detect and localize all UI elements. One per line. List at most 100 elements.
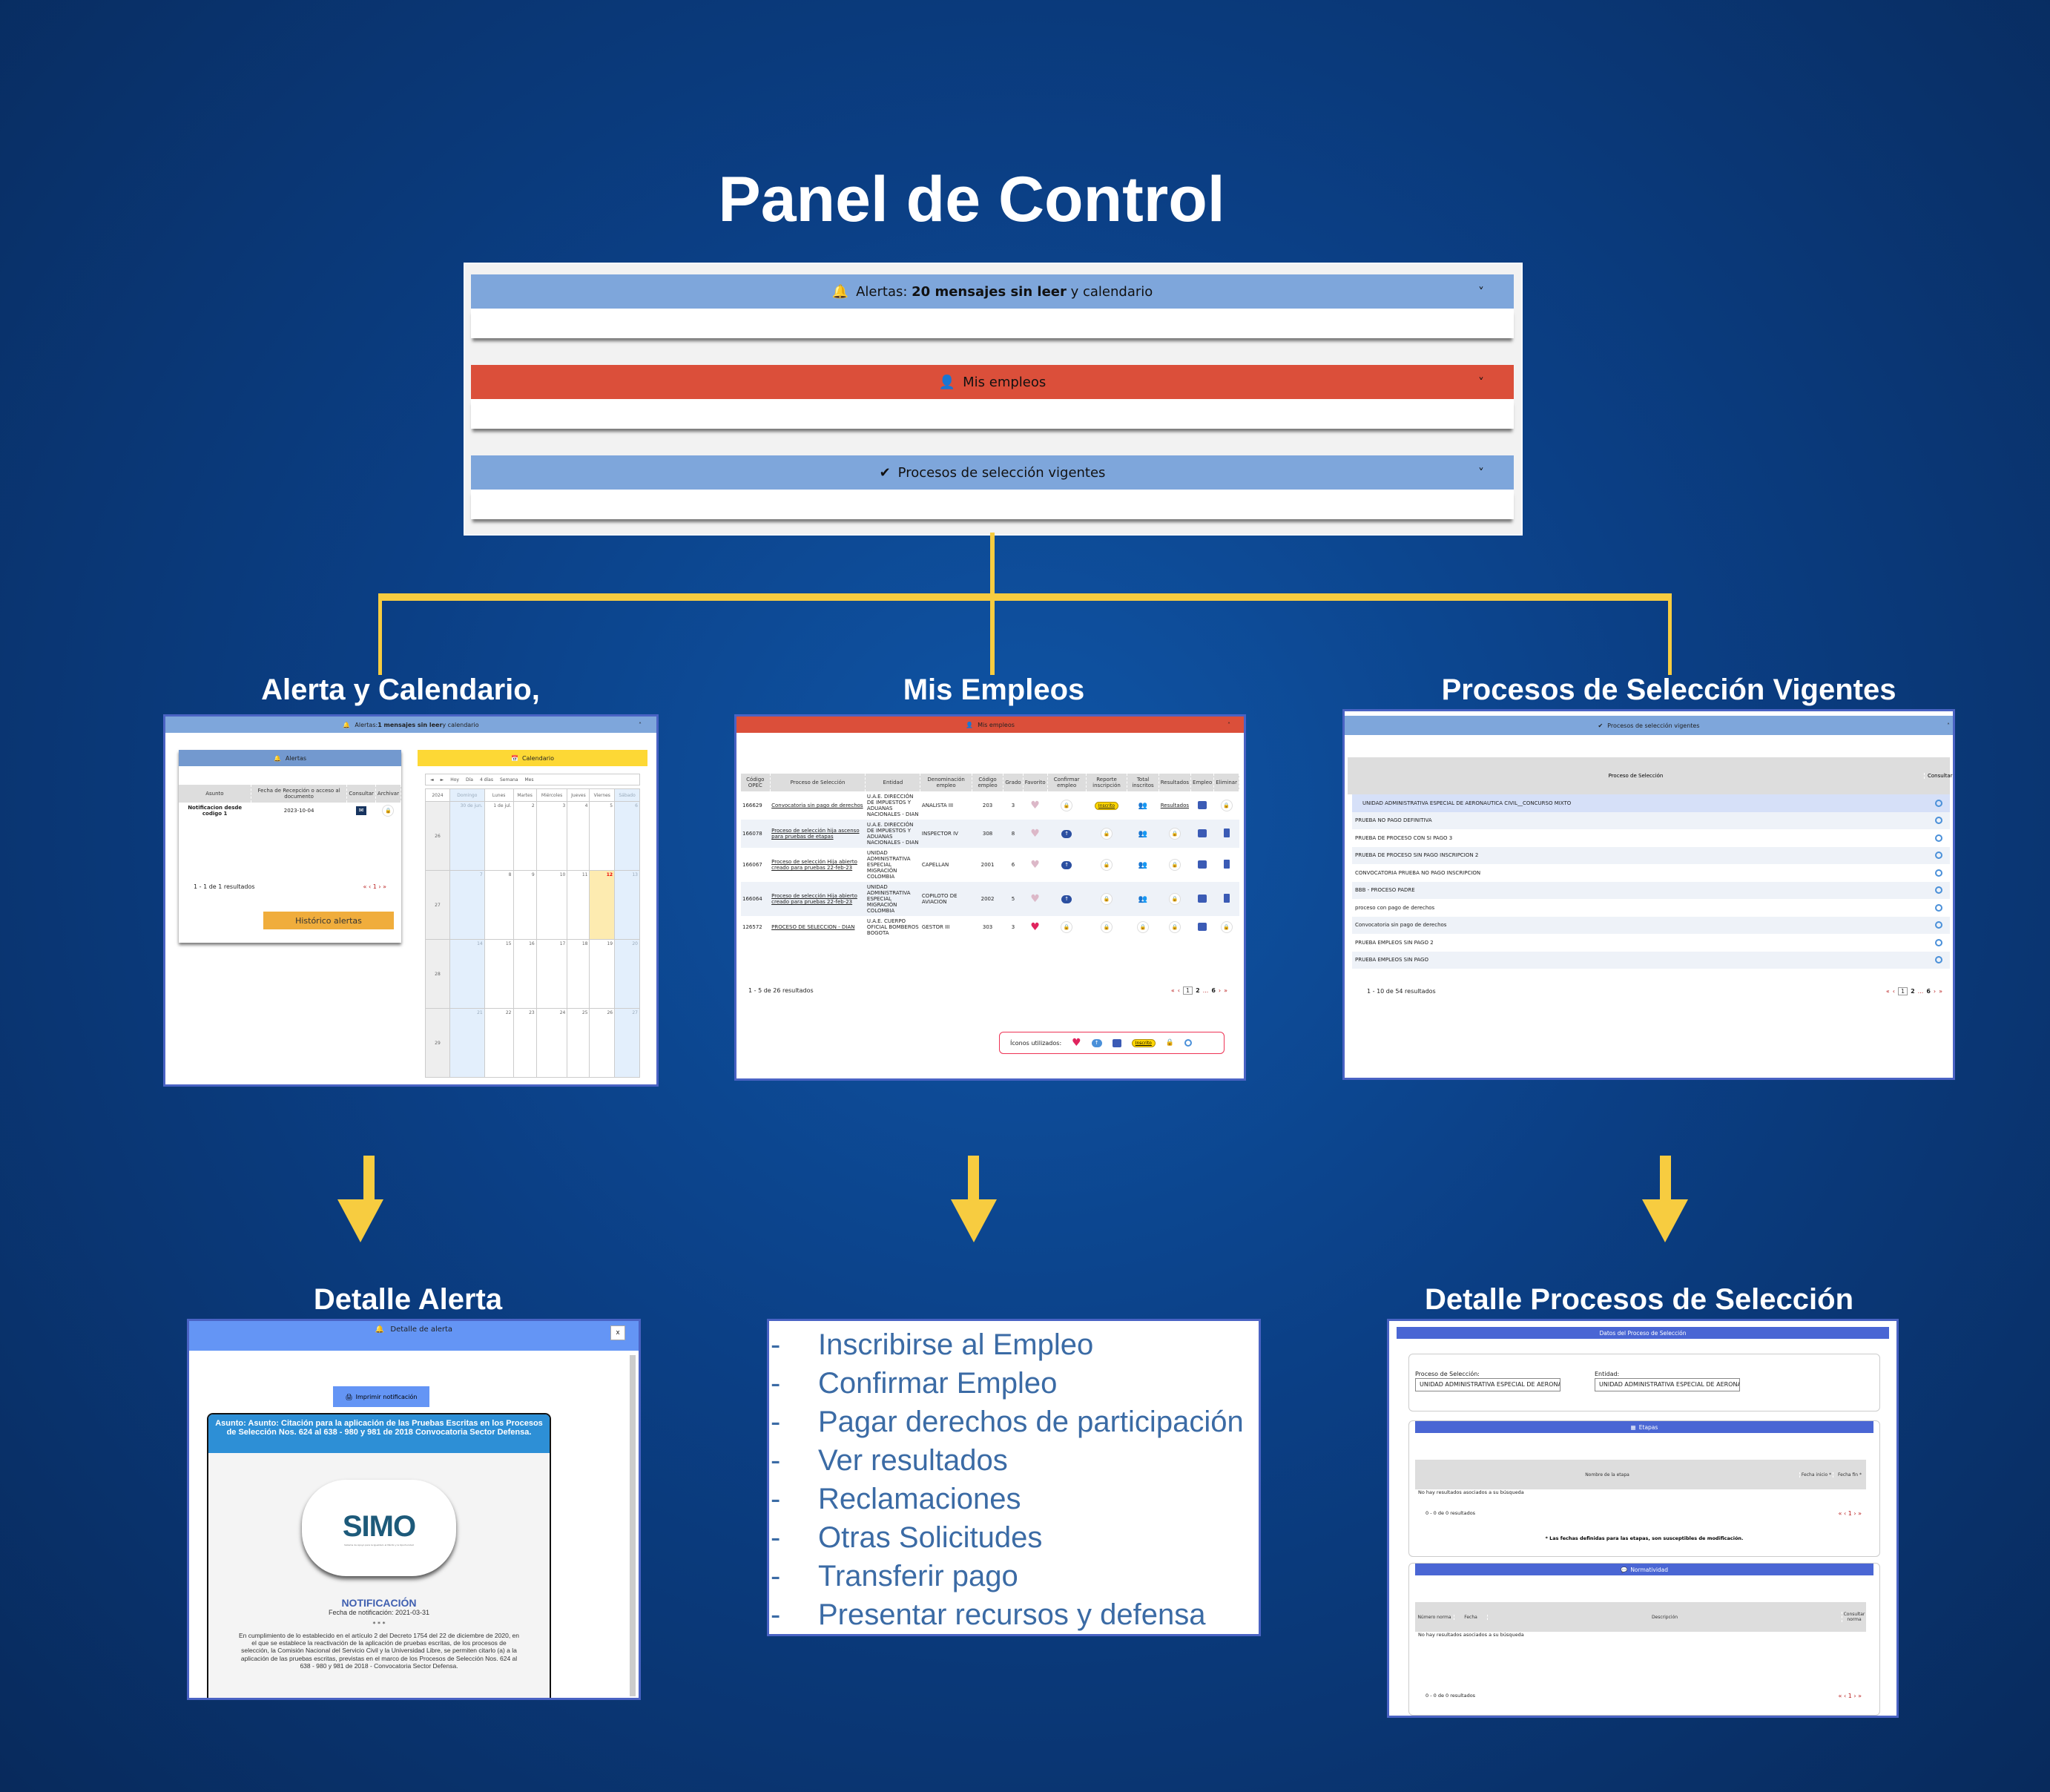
briefcase-icon[interactable] bbox=[1198, 800, 1207, 809]
page-link[interactable]: 2 bbox=[1196, 987, 1200, 994]
day-view-button[interactable]: Día bbox=[465, 777, 473, 783]
next-button[interactable]: ► bbox=[440, 777, 444, 783]
list-item[interactable]: BBB - PROCESO PADRE bbox=[1352, 881, 1950, 899]
users-icon[interactable]: 👥 bbox=[1138, 829, 1148, 838]
page-link[interactable]: › bbox=[1218, 987, 1222, 994]
cloud-upload-icon[interactable]: ↑ bbox=[1061, 829, 1072, 838]
page-link[interactable]: 6 bbox=[1211, 987, 1216, 994]
proceso-link[interactable]: Proceso de selección Hija abierto creado… bbox=[771, 859, 857, 871]
trash-icon[interactable] bbox=[1223, 894, 1230, 903]
pagination[interactable]: « ‹ 1 › » bbox=[1838, 1510, 1862, 1517]
eye-icon[interactable] bbox=[1935, 799, 1942, 807]
list-item[interactable]: PRUEBA EMPLEOS SIN PAGO 2 bbox=[1352, 934, 1950, 952]
accordion-procesos[interactable]: ✔ Procesos de selección vigentes ˅ bbox=[471, 455, 1514, 519]
chevron-up-icon[interactable]: ˄ bbox=[1947, 722, 1950, 729]
heart-icon[interactable]: ♥ bbox=[1030, 800, 1040, 811]
proceso-link[interactable]: Proceso de selección hija ascenso para p… bbox=[771, 828, 860, 840]
lock-icon: 🔒 bbox=[1165, 1039, 1175, 1047]
eye-icon[interactable] bbox=[1935, 851, 1942, 860]
month-view-button[interactable]: Mes bbox=[524, 777, 534, 783]
page-link[interactable]: ... bbox=[1202, 987, 1209, 994]
users-icon[interactable]: 👥 bbox=[1138, 895, 1148, 903]
page-link[interactable]: » bbox=[1939, 988, 1942, 995]
list-item[interactable]: PRUEBA EMPLEOS SIN PAGO bbox=[1352, 951, 1950, 969]
page-link[interactable]: › bbox=[1933, 988, 1937, 995]
eye-icon[interactable] bbox=[1935, 938, 1942, 946]
page-link[interactable]: « bbox=[1885, 988, 1890, 995]
procesos-header[interactable]: ✔ Procesos de selección vigentes ˄ bbox=[1345, 716, 1953, 735]
close-button[interactable]: x bbox=[610, 1325, 625, 1340]
briefcase-icon[interactable] bbox=[1198, 860, 1207, 869]
pagination[interactable]: « ‹ 1 › » bbox=[363, 883, 386, 890]
trash-icon[interactable] bbox=[1223, 829, 1230, 837]
list-item[interactable]: UNIDAD ADMINISTRATIVA ESPECIAL DE AERONA… bbox=[1352, 794, 1950, 812]
scrollbar[interactable] bbox=[630, 1355, 636, 1696]
page-link[interactable]: ‹ bbox=[1177, 987, 1180, 994]
heart-icon[interactable]: ♥ bbox=[1030, 828, 1040, 840]
print-notification-button[interactable]: 🖨Imprimir notificación bbox=[333, 1386, 429, 1407]
briefcase-icon[interactable] bbox=[1198, 894, 1207, 903]
prev-button[interactable]: ◄ bbox=[430, 777, 434, 783]
accordion-mis-empleos[interactable]: 👤 Mis empleos ˅ bbox=[471, 365, 1514, 429]
list-item[interactable]: PRUEBA NO PAGO DEFINITIVA bbox=[1352, 811, 1950, 829]
page-link[interactable]: 2 bbox=[1911, 988, 1915, 995]
list-item[interactable]: Convocatoria sin pago de derechos bbox=[1352, 916, 1950, 934]
chevron-down-icon[interactable]: ˅ bbox=[1478, 375, 1484, 389]
lock-icon[interactable]: 🔒 bbox=[382, 805, 395, 817]
page-link[interactable]: 6 bbox=[1926, 988, 1931, 995]
column-header: Entidad bbox=[865, 774, 921, 791]
proceso-link[interactable]: Convocatoria sin pago de derechos bbox=[771, 803, 863, 808]
eye-icon[interactable] bbox=[1935, 869, 1942, 877]
chevron-up-icon[interactable]: ˄ bbox=[639, 721, 642, 728]
entidad-field[interactable]: UNIDAD ADMINISTRATIVA ESPECIAL DE AERONA… bbox=[1595, 1378, 1740, 1391]
eye-icon[interactable] bbox=[1935, 921, 1942, 929]
list-item[interactable]: PRUEBA DE PROCESO SIN PAGO INSCRIPCION 2 bbox=[1352, 846, 1950, 864]
page-link[interactable]: ‹ bbox=[1892, 988, 1895, 995]
eye-icon[interactable] bbox=[1935, 956, 1942, 964]
page-link[interactable]: » bbox=[1224, 987, 1227, 994]
page-link[interactable]: « bbox=[1170, 987, 1175, 994]
page-link[interactable]: 1 bbox=[1898, 987, 1908, 995]
envelope-icon[interactable]: ✉ bbox=[356, 806, 367, 815]
eye-icon[interactable] bbox=[1935, 903, 1942, 912]
list-item: -Confirmar Empleo bbox=[771, 1367, 1058, 1400]
heart-icon[interactable]: ♥ bbox=[1030, 859, 1040, 871]
users-icon[interactable]: 👥 bbox=[1138, 801, 1148, 810]
chevron-up-icon[interactable]: ˄ bbox=[1227, 721, 1230, 728]
trash-icon[interactable] bbox=[1223, 860, 1230, 869]
mis-empleos-header[interactable]: 👤 Mis empleos ˄ bbox=[736, 717, 1244, 733]
eye-icon[interactable] bbox=[1935, 817, 1942, 825]
list-item[interactable]: PRUEBA DE PROCESO CON SI PAGO 3 bbox=[1352, 829, 1950, 847]
cloud-upload-icon[interactable]: ↑ bbox=[1061, 860, 1072, 869]
notification-card: Asunto: Asunto: Citación para la aplicac… bbox=[207, 1413, 551, 1698]
resultados-link[interactable]: Resultados bbox=[1160, 803, 1190, 808]
today-button[interactable]: Hoy bbox=[450, 777, 459, 783]
users-icon[interactable]: 👥 bbox=[1138, 860, 1148, 869]
alertas-header[interactable]: 🔔 Alertas: 1 mensajes sin leer y calenda… bbox=[165, 717, 656, 733]
4day-view-button[interactable]: 4 días bbox=[479, 777, 493, 783]
eye-icon[interactable] bbox=[1935, 834, 1942, 842]
chevron-down-icon[interactable]: ˅ bbox=[1478, 465, 1484, 480]
chevron-down-icon[interactable]: ˅ bbox=[1478, 284, 1484, 299]
page-link[interactable]: ... bbox=[1917, 988, 1924, 995]
proceso-link[interactable]: Proceso de selección Hija abierto creado… bbox=[771, 893, 857, 905]
proceso-seleccion-field[interactable]: UNIDAD ADMINISTRATIVA ESPECIAL DE AERONA… bbox=[1415, 1378, 1560, 1391]
eye-icon[interactable] bbox=[1935, 886, 1942, 895]
cloud-upload-icon[interactable]: ↑ bbox=[1061, 895, 1072, 903]
page-link[interactable]: 1 bbox=[1183, 986, 1193, 995]
briefcase-icon[interactable] bbox=[1198, 922, 1207, 931]
historico-alertas-button[interactable]: Histórico alertas bbox=[263, 912, 394, 929]
list-item[interactable]: proceso con pago de derechos bbox=[1352, 899, 1950, 917]
briefcase-icon[interactable] bbox=[1198, 829, 1207, 837]
calendar-today[interactable]: 12 bbox=[589, 870, 616, 940]
list-item[interactable]: CONVOCATORIA PRUEBA NO PAGO INSCRIPCION bbox=[1352, 864, 1950, 882]
week-view-button[interactable]: Semana bbox=[499, 777, 518, 783]
pagination[interactable]: « ‹ 1 › » bbox=[1838, 1693, 1862, 1699]
heart-icon[interactable]: ♥ bbox=[1030, 893, 1040, 905]
proceso-link[interactable]: PROCESO DE SELECCION - DIAN bbox=[771, 924, 855, 930]
inscrito-badge[interactable]: Inscrito bbox=[1094, 801, 1119, 810]
accordion-alertas[interactable]: 🔔 Alertas: 20 mensajes sin leer y calend… bbox=[471, 274, 1514, 338]
heart-icon[interactable]: ♥ bbox=[1030, 921, 1040, 933]
